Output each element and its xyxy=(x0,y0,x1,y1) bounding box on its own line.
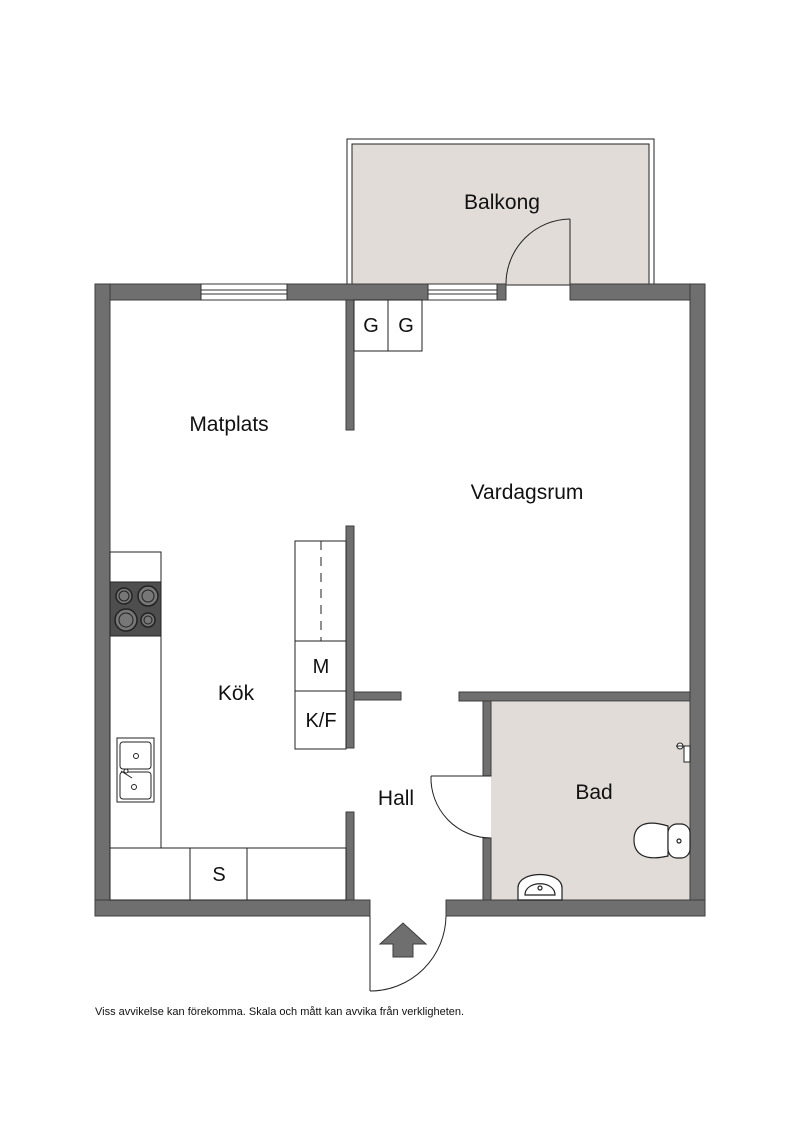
tall-cabinets xyxy=(294,540,347,750)
interior-walls xyxy=(345,299,691,901)
sink-icon xyxy=(116,737,155,803)
bottom-counter xyxy=(109,847,347,901)
balcony xyxy=(346,138,655,286)
room-label-balkong: Balkong xyxy=(464,191,540,214)
outer-walls xyxy=(94,283,706,917)
wardrobe-label-1: G xyxy=(363,315,379,337)
hall-door xyxy=(430,775,492,839)
wardrobe-label-2: G xyxy=(398,315,414,337)
balcony-door xyxy=(505,218,571,285)
toilet-icon xyxy=(633,822,691,859)
room-label-hall: Hall xyxy=(378,787,414,810)
storage-label: S xyxy=(212,864,225,886)
wardrobes xyxy=(353,299,423,352)
stove-icon xyxy=(109,581,162,637)
room-label-vardagsrum: Vardagsrum xyxy=(471,481,584,504)
washbasin-icon xyxy=(517,874,563,901)
room-label-kok: Kök xyxy=(218,682,255,705)
window-dining xyxy=(200,283,288,301)
disclaimer-text: Viss avvikelse kan förekomma. Skala och … xyxy=(95,1006,465,1018)
fridge-freezer-label: K/F xyxy=(305,710,336,732)
room-label-bad: Bad xyxy=(575,781,612,804)
room-label-matplats: Matplats xyxy=(189,413,268,436)
entrance-arrow-icon xyxy=(378,922,428,958)
micro-label: M xyxy=(313,656,330,678)
bathroom-floor xyxy=(491,702,690,901)
shower-icon xyxy=(676,742,691,763)
window-living xyxy=(427,283,498,301)
entrance-door xyxy=(369,915,447,992)
